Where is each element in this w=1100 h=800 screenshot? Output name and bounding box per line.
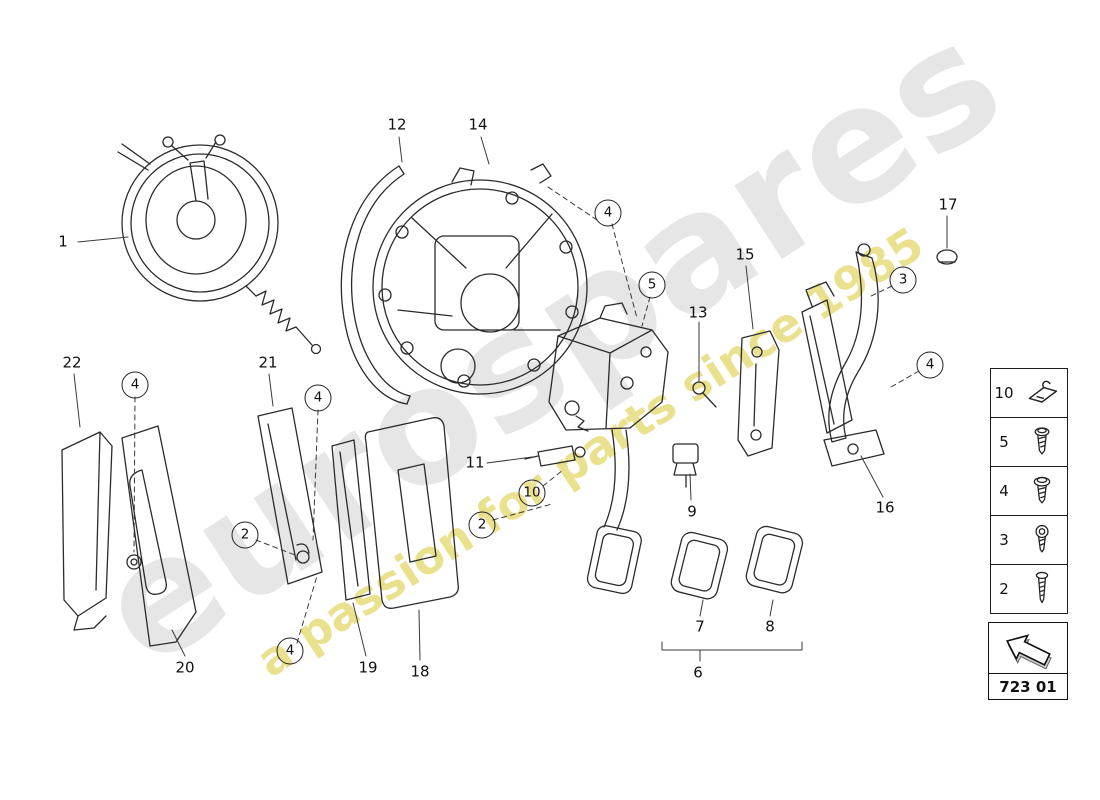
part-clevis — [524, 445, 586, 467]
callout-20: 20 — [175, 658, 195, 677]
legend-row-3: 3 — [991, 516, 1067, 565]
callout-19: 19 — [358, 658, 378, 677]
callout-7: 7 — [695, 617, 705, 636]
legend-number: 3 — [999, 531, 1009, 549]
callout-22: 22 — [62, 353, 82, 372]
bolt-icon — [1017, 565, 1067, 613]
leader-lines-dashed — [133, 186, 920, 644]
part-brake-light-switch — [672, 443, 699, 488]
callout-circled-4a: 4 — [594, 199, 622, 227]
callout-14: 14 — [468, 115, 488, 134]
callout-circled-4b: 4 — [916, 351, 944, 379]
leader-lines — [73, 136, 948, 662]
part-trim-21 — [257, 407, 323, 585]
screw-icon — [1017, 418, 1067, 466]
part-accelerator-pedal — [801, 243, 885, 467]
callout-18: 18 — [410, 662, 430, 681]
legend-row-10: 10 — [991, 369, 1067, 418]
part-brake-servo — [117, 134, 322, 355]
callout-circled-3: 3 — [889, 266, 917, 294]
legend-number: 10 — [994, 384, 1014, 402]
callout-12: 12 — [387, 115, 407, 134]
part-pedal-pad-8 — [745, 525, 804, 594]
callout-circled-10: 10 — [518, 479, 546, 507]
callout-circled-4c: 4 — [121, 371, 149, 399]
callout-circled-2a: 2 — [468, 511, 496, 539]
fastener-legend: 10 5 — [990, 368, 1068, 614]
callout-11: 11 — [465, 453, 485, 472]
legend-number: 2 — [999, 580, 1009, 598]
part-pedal-bracket-plate — [372, 163, 588, 395]
part-pedal-support — [548, 302, 669, 432]
callout-16: 16 — [875, 498, 895, 517]
callout-9: 9 — [687, 502, 697, 521]
clip-icon — [1017, 369, 1067, 417]
callout-8: 8 — [765, 617, 775, 636]
screw-icon — [1017, 467, 1067, 515]
callout-circled-2b: 2 — [231, 521, 259, 549]
callout-1: 1 — [58, 232, 68, 251]
part-support-bracket — [737, 330, 780, 457]
part-pedal-pad-7 — [670, 531, 729, 600]
part-bracket-22 — [61, 431, 113, 631]
legend-number: 4 — [999, 482, 1009, 500]
part-brake-pedal — [586, 429, 642, 595]
part-cap — [936, 249, 958, 265]
socket-screw-icon — [1017, 516, 1067, 564]
legend-number: 5 — [999, 433, 1009, 451]
part-cover-18 — [364, 417, 459, 609]
legend-row-4: 4 — [991, 467, 1067, 516]
callout-6: 6 — [693, 663, 703, 682]
callout-circled-4e: 4 — [276, 637, 304, 665]
callout-21: 21 — [258, 353, 278, 372]
legend-row-5: 5 — [991, 418, 1067, 467]
callout-circled-4d: 4 — [304, 384, 332, 412]
diagram-code: 723 01 — [999, 677, 1057, 696]
callout-15: 15 — [735, 245, 755, 264]
callout-17: 17 — [938, 195, 958, 214]
back-arrow-icon — [989, 623, 1067, 674]
diagram-code-box: 723 01 — [988, 622, 1068, 700]
part-bolt — [692, 381, 717, 408]
callout-circled-5: 5 — [638, 271, 666, 299]
part-strip-19 — [331, 439, 371, 601]
legend-row-2: 2 — [991, 565, 1067, 613]
part-lever-20 — [121, 425, 197, 647]
callout-13: 13 — [688, 303, 708, 322]
part-gasket-ring — [340, 165, 411, 405]
